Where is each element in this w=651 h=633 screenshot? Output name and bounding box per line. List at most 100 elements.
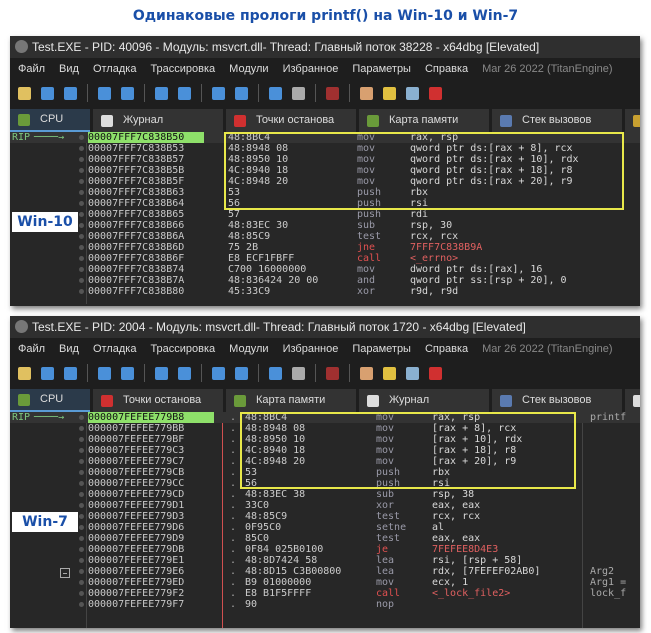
label-icon[interactable] [406,366,419,380]
step-into-icon[interactable] [155,366,168,380]
tab-script[interactable]: Сценари [625,389,640,412]
breakpoint-dot[interactable] [79,212,84,217]
trace-into-icon[interactable] [212,366,225,380]
stop-icon[interactable] [64,366,77,380]
breakpoint-dot[interactable] [79,201,84,206]
comment-icon[interactable] [383,86,396,100]
breakpoint-dot[interactable] [79,289,84,294]
menu-item[interactable]: Избранное [282,63,339,75]
breakpoint-dot[interactable] [79,492,84,497]
menu-item[interactable]: Файл [18,63,46,75]
stop-icon[interactable] [64,86,77,100]
breakpoint-dot[interactable] [79,503,84,508]
breakpoint-dot[interactable] [79,558,84,563]
trace-over-icon[interactable] [235,86,248,100]
breakpoint-dot[interactable] [79,602,84,607]
execute-till-return-icon[interactable] [269,366,282,380]
patch-icon[interactable] [360,86,373,100]
breakpoint-dot[interactable] [79,146,84,151]
menu-item[interactable]: Избранное [282,343,339,355]
collapse-icon[interactable] [60,568,70,578]
execute-till-return-icon[interactable] [269,86,282,100]
run-to-user-code-icon[interactable] [292,366,305,380]
menu-item[interactable]: Отладка [92,343,137,355]
step-into-icon[interactable] [155,86,168,100]
breakpoint-dot[interactable] [79,245,84,250]
open-icon[interactable] [18,366,31,380]
menu-item[interactable]: Отладка [92,63,137,75]
breakpoint-dot[interactable] [79,525,84,530]
open-icon[interactable] [18,86,31,100]
breakpoint-dot[interactable] [79,267,84,272]
breakpoint-dot[interactable] [79,481,84,486]
restart-icon[interactable] [41,86,54,100]
breakpoint-dot[interactable] [79,580,84,585]
breakpoint-dot[interactable] [79,514,84,519]
tab-call-stack[interactable]: Стек вызовов [492,109,622,132]
bookmark-icon[interactable] [429,366,442,380]
breakpoint-dot[interactable] [79,157,84,162]
comment-icon[interactable] [383,366,396,380]
menu-item[interactable]: Вид [59,63,79,75]
tab-log[interactable]: Журнал [93,109,223,132]
label-icon[interactable] [406,86,419,100]
menu-item[interactable]: Модули [229,343,269,355]
breakpoint-dot[interactable] [79,179,84,184]
breakpoint-dot[interactable] [79,437,84,442]
tab-seh[interactable]: SEH [625,109,640,132]
run-icon[interactable] [98,366,111,380]
patch-icon[interactable] [360,366,373,380]
pause-icon[interactable] [121,366,134,380]
menu-item[interactable]: Трассировка [150,343,216,355]
breakpoint-dot[interactable] [79,223,84,228]
tab-breakpoint[interactable]: Точки останова [226,109,356,132]
breakpoint-dot[interactable] [79,135,84,140]
step-over-icon[interactable] [178,366,191,380]
tab-call-stack[interactable]: Стек вызовов [492,389,622,412]
tab-breakpoint[interactable]: Точки останова [93,389,223,412]
tab-cpu[interactable]: CPU [10,109,90,132]
breakpoint-dot[interactable] [79,459,84,464]
tab-log[interactable]: Журнал [359,389,489,412]
trace-over-icon[interactable] [235,366,248,380]
breakpoint-dot[interactable] [79,234,84,239]
tab-memory-map[interactable]: Карта памяти [226,389,356,412]
breakpoint-dot[interactable] [79,278,84,283]
breakpoint-dot[interactable] [79,168,84,173]
breakpoint-dot[interactable] [79,536,84,541]
menu-item[interactable]: Справка [424,343,469,355]
trace-into-icon[interactable] [212,86,225,100]
tab-memory-map[interactable]: Карта памяти [359,109,489,132]
